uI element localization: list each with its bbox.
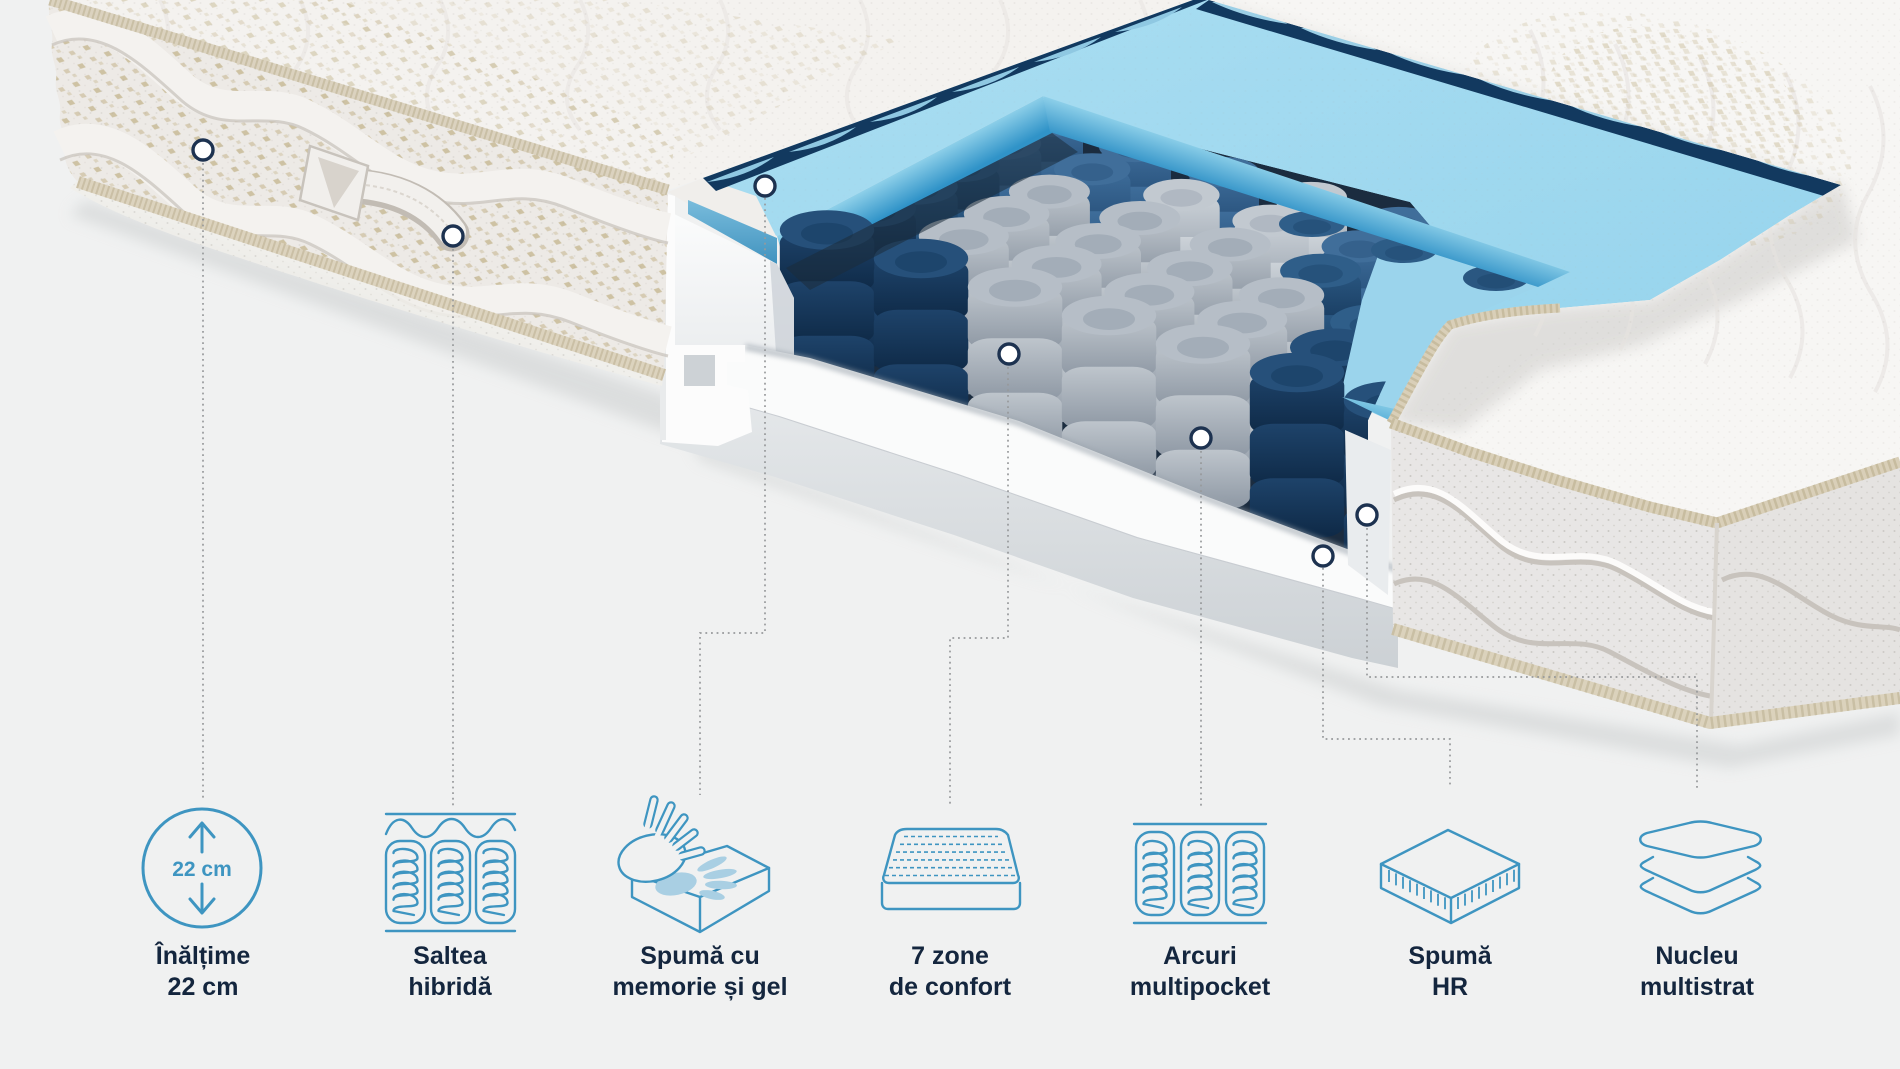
svg-text:Saltea: Saltea	[413, 942, 488, 970]
svg-text:Înălțime: Înălțime	[154, 940, 251, 970]
svg-text:multipocket: multipocket	[1130, 973, 1271, 1001]
svg-text:Arcuri: Arcuri	[1163, 942, 1237, 970]
svg-text:HR: HR	[1432, 973, 1468, 1001]
svg-text:memorie și gel: memorie și gel	[612, 973, 787, 1001]
svg-text:hibridă: hibridă	[408, 973, 492, 1001]
svg-text:22 cm: 22 cm	[168, 973, 239, 1001]
svg-text:de confort: de confort	[889, 973, 1012, 1001]
svg-text:Spumă: Spumă	[1408, 942, 1492, 970]
svg-text:multistrat: multistrat	[1640, 973, 1755, 1001]
svg-text:Spumă cu: Spumă cu	[640, 942, 759, 970]
svg-text:Nucleu: Nucleu	[1655, 942, 1738, 970]
svg-text:7 zone: 7 zone	[911, 942, 989, 970]
svg-text:22 cm: 22 cm	[172, 858, 232, 881]
